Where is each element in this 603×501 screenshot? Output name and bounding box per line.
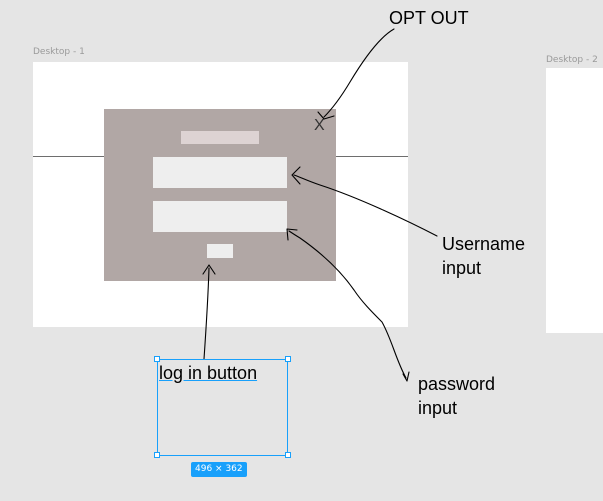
password-arrow-tail <box>402 371 410 382</box>
resize-handle-top-right[interactable] <box>285 356 291 362</box>
frame-label-desktop-1[interactable]: Desktop - 1 <box>33 47 85 57</box>
login-button[interactable] <box>207 244 233 258</box>
resize-handle-bottom-right[interactable] <box>285 452 291 458</box>
password-field[interactable] <box>153 201 287 232</box>
divider-line-left <box>33 156 104 157</box>
resize-handle-bottom-left[interactable] <box>154 452 160 458</box>
divider-line-right <box>336 156 408 157</box>
modal-title-placeholder <box>181 131 259 144</box>
opt-out-annotation[interactable]: OPT OUT <box>389 8 469 28</box>
selected-text-box[interactable] <box>157 359 288 456</box>
password-annotation[interactable]: password input <box>418 374 496 418</box>
resize-handle-top-left[interactable] <box>154 356 160 362</box>
log-in-button-note[interactable]: log in button <box>159 363 258 383</box>
frame-label-desktop-2[interactable]: Desktop - 2 <box>546 55 598 65</box>
username-annotation[interactable]: Username input <box>442 234 526 278</box>
username-field[interactable] <box>153 157 287 188</box>
desktop-2-frame[interactable] <box>546 68 603 333</box>
close-x-icon[interactable]: X <box>314 117 325 134</box>
dimension-badge: 496 × 362 <box>191 462 247 477</box>
